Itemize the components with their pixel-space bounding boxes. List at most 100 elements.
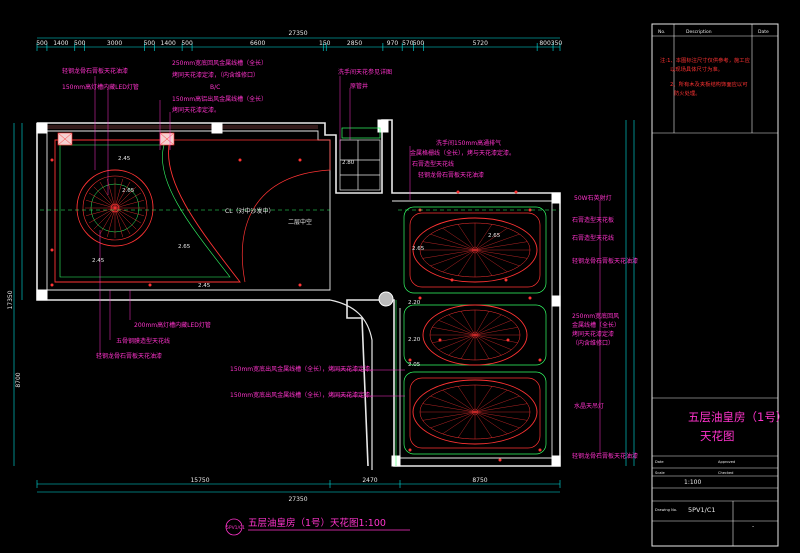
- tb-header-no: No.: [658, 29, 665, 35]
- room-labels: 二层中空 CL（对中沙发中）: [225, 207, 312, 226]
- starburst-ray: [442, 390, 476, 413]
- height-label: 2.20: [408, 337, 421, 343]
- note-rt-5: 轻钢龙骨石膏板天花油漆: [418, 171, 484, 179]
- column: [211, 122, 223, 134]
- starburst-ray: [93, 186, 116, 209]
- overall-dimension-top: 27350: [288, 30, 307, 37]
- left-dim-1: 17350: [7, 290, 14, 309]
- note-left-6: 烤同天花漆定漆。: [172, 106, 220, 114]
- starburst-ray: [99, 207, 116, 235]
- starburst-ray: [93, 207, 116, 230]
- height-label: 2.65: [122, 188, 135, 194]
- wall-hatch-top: [47, 125, 318, 129]
- starburst-ray: [474, 249, 508, 272]
- tb-value-scale: 1:100: [684, 479, 701, 486]
- starburst-ray: [460, 311, 476, 336]
- starburst-ray: [430, 249, 476, 267]
- downlights: [50, 158, 542, 462]
- left-starburst: [85, 178, 145, 238]
- title-main: 五层油皇房（1号）天花图1:100: [248, 517, 386, 529]
- height-label: 2.45: [118, 156, 131, 162]
- starburst-ray: [474, 403, 528, 413]
- starburst-ray: [430, 233, 476, 251]
- annotations-right-group: 50W石英射灯 石膏造型天花板 石膏造型天花线 轻钢龙骨石膏板天花油漆 250m…: [572, 194, 638, 460]
- title-symbol: 5PV1/C1: [226, 525, 245, 531]
- starburst-ray: [422, 241, 476, 251]
- note-r-6: 烤同天花漆定漆: [572, 330, 614, 338]
- note-left-3: 烤同天花漆定漆，（内含维修口）: [172, 71, 259, 79]
- starburst-ray: [474, 311, 490, 336]
- note-r-3: 轻钢龙骨石膏板天花油漆: [572, 257, 638, 265]
- note-b-1: 150mm宽底出风金属线槽（全长），烤同天花漆定漆。: [230, 391, 376, 399]
- note-r-9: 轻钢龙骨石膏板天花油漆: [572, 452, 638, 460]
- tb-label-approved: Approved: [718, 460, 735, 464]
- height-label: 2.65: [488, 233, 501, 239]
- downlight: [538, 448, 542, 452]
- dim-top-label: 500: [74, 40, 86, 47]
- downlight: [514, 190, 518, 194]
- starburst-ray: [422, 411, 476, 421]
- note-rt-2: 洗手间150mm高通排气: [436, 139, 501, 147]
- left-room-ceiling: [54, 132, 331, 283]
- starburst-ray: [474, 228, 508, 251]
- note-rt-0: 洗手间天花参见详图: [338, 68, 392, 76]
- starburst-ray: [88, 192, 116, 209]
- column: [551, 295, 561, 307]
- note-r-8: 水晶天吊灯: [574, 402, 604, 410]
- height-label: 2.20: [408, 300, 421, 306]
- tb-label-date: Date: [655, 460, 664, 464]
- chandelier-center: [471, 246, 479, 254]
- height-label: 2.05: [408, 362, 421, 368]
- note-left-5: 150mm高铝出风金属线槽（全长）: [172, 95, 267, 103]
- downlight: [456, 190, 460, 194]
- note-ll-2: 轻钢龙骨石膏板天花油漆: [96, 352, 162, 360]
- dim-top-label: 500: [144, 40, 156, 47]
- tb-drawing-name-1: 五层油皇房（1号）: [688, 410, 787, 424]
- note-left-4: B/C: [210, 84, 220, 91]
- tb-note-1: 注:1、本图标注尺寸仅供参考，施工应 以现场具体尺寸为准。: [660, 56, 752, 73]
- bottom-dim-1: 15750: [190, 477, 209, 484]
- dim-top-label: 3000: [107, 40, 122, 47]
- tb-note-2-b: 防火处理。: [674, 89, 701, 97]
- downlight: [418, 296, 422, 300]
- starburst-ray: [474, 327, 518, 336]
- note-ll-1: 五骨钢膜造型天花线: [116, 337, 170, 345]
- dim-top-label: 6600: [250, 40, 265, 47]
- bottom-dim-3: 8750: [472, 477, 487, 484]
- annotations-left-group: 轻钢龙骨石膏板天花油漆 150mm高灯槽内藏LED灯管 250mm宽底回风金属线…: [62, 59, 267, 114]
- tb-note-1-b: 以现场具体尺寸为准。: [670, 65, 723, 73]
- floor-plan: [36, 119, 561, 470]
- round-column: [378, 291, 394, 307]
- left-dim-2: 8700: [15, 372, 22, 387]
- dim-top-label: 500: [413, 40, 425, 47]
- starburst-ray: [442, 228, 476, 251]
- chandelier-center: [471, 408, 479, 416]
- starburst-ray: [474, 411, 493, 438]
- tb-note-2: 2、所有木及夹板结构饰面应以可 防火处理。: [670, 80, 749, 97]
- dim-top-label: 2850: [347, 40, 362, 47]
- starburst-ray: [474, 314, 502, 336]
- starburst-ray: [460, 334, 476, 359]
- downlight: [528, 208, 532, 212]
- note-ll-0: 200mm高灯槽内藏LED灯管: [134, 321, 211, 329]
- starburst-ray: [85, 207, 116, 216]
- dimension-lines: [13, 37, 635, 493]
- washroom-area: [339, 127, 381, 191]
- note-r-0: 50W石英射灯: [574, 194, 612, 202]
- annotations-bottom-group: 150mm宽底出风金属线槽（全长），烤同天花漆定漆。 150mm宽底出风金属线槽…: [230, 365, 376, 399]
- starburst-ray: [474, 411, 520, 429]
- note-rt-3: 金属格栅线（全长），烤与天花漆定漆。: [410, 149, 515, 157]
- note-r-4: 250mm宽底回风: [572, 312, 619, 320]
- dim-top-label: 1400: [161, 40, 176, 47]
- tb-header-desc: Description: [686, 29, 712, 35]
- starburst-ray: [457, 224, 476, 251]
- starburst-ray: [422, 403, 476, 413]
- note-r-2: 石膏造型天花线: [572, 234, 614, 242]
- starburst-ray: [474, 411, 528, 421]
- annotation-leaders: [94, 76, 601, 455]
- ceiling-heights: 2.45 2.65 2.45 2.65 2.45 2.80 2.65 2.20 …: [92, 156, 501, 368]
- downlight: [50, 158, 54, 162]
- starburst-ray: [442, 411, 476, 434]
